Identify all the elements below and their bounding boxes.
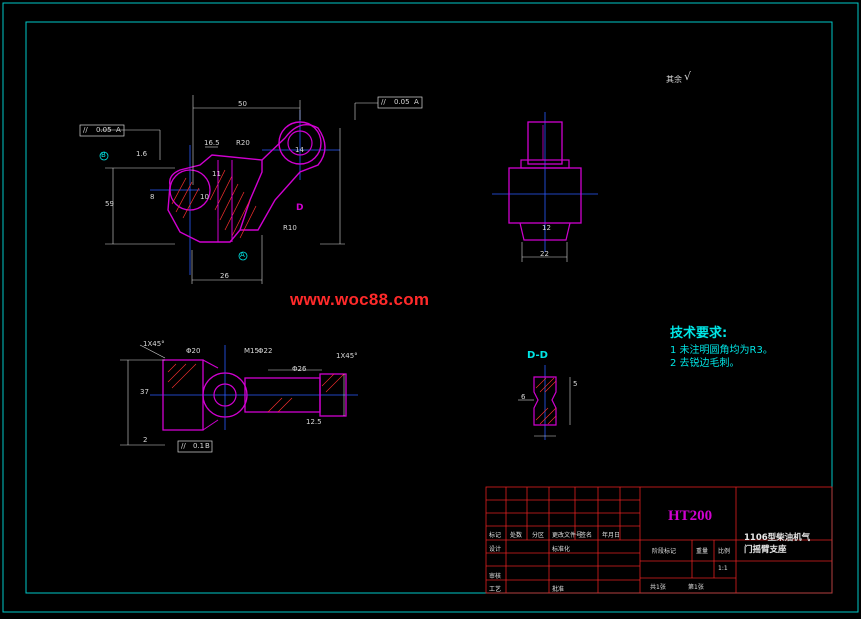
dim-37: 37 — [140, 388, 149, 396]
dim-phi26: Φ26 — [292, 365, 307, 373]
tb-label-sheets-total: 共1张 — [650, 584, 666, 591]
section-label: D-D — [527, 350, 548, 361]
front-dim-lines — [100, 95, 378, 284]
tolerance-right-datum: A — [414, 98, 419, 106]
dim-chamfer-2: 1X45° — [336, 352, 358, 360]
tb-label-date: 年月日 — [602, 532, 621, 539]
tolerance-right-symbol: // — [381, 98, 386, 106]
drawing-frame — [25, 21, 833, 594]
top-end-boss — [319, 373, 347, 417]
front-hatch — [171, 169, 257, 239]
top-view — [120, 344, 358, 453]
boss-bore — [287, 130, 313, 156]
scale-value: 1:1 — [718, 565, 728, 572]
side-foot — [519, 222, 571, 241]
front-view — [79, 95, 423, 284]
tolerance-frame-bottom — [177, 440, 213, 453]
dim-r20: R20 — [236, 139, 250, 147]
dim-22: 22 — [540, 250, 549, 258]
section-hatch — [535, 377, 557, 425]
dim-phi22: Φ22 — [258, 347, 273, 355]
side-view — [492, 112, 598, 262]
tech-requirements-title: 技术要求: — [670, 326, 728, 341]
tolerance-bottom-value: 0.1 — [193, 442, 205, 450]
tolerance-frame-right — [377, 96, 423, 109]
tb-label-approve: 批准 — [552, 586, 565, 593]
datum-label-b: B — [101, 151, 106, 159]
tolerance-left-value: 0.05 — [96, 126, 112, 134]
dim-1-6: 1.6 — [136, 150, 148, 158]
tolerance-bottom-symbol: // — [181, 442, 186, 450]
boss-outer — [278, 121, 322, 165]
tb-label-sign: 签名 — [580, 532, 593, 539]
top-boss-outer — [202, 372, 248, 418]
dim-phi20: Φ20 — [186, 347, 201, 355]
dim-r10: R10 — [283, 224, 297, 232]
dim-59: 59 — [105, 200, 114, 208]
watermark-text: www.woc88.com — [290, 290, 430, 309]
section-dd — [518, 365, 571, 440]
dim-m15: M15 — [244, 347, 259, 355]
tech-requirement-1: 1 未注明圆角均为R3。 — [670, 345, 773, 356]
side-body — [508, 167, 582, 224]
top-boss-bore — [213, 383, 237, 407]
tolerance-left-symbol: // — [83, 126, 88, 134]
section-profile — [533, 376, 557, 426]
tb-label-stage: 阶段标记 — [652, 548, 677, 555]
side-dim-lines — [521, 242, 568, 262]
tb-label-weight: 重量 — [696, 548, 709, 555]
body-outline — [167, 154, 263, 243]
tolerance-left-datum: A — [116, 126, 121, 134]
tb-label-scale: 比例 — [718, 548, 731, 555]
section-dim-lines — [518, 377, 571, 437]
left-boss — [169, 169, 211, 211]
title-block-grid — [485, 486, 833, 594]
tb-label-sheet-no: 第1张 — [688, 584, 704, 591]
datum-circle — [238, 251, 248, 261]
dim-6: 6 — [521, 393, 526, 401]
tb-label-zone: 分区 — [532, 532, 545, 539]
tolerance-right-value: 0.05 — [394, 98, 410, 106]
side-top-block — [527, 121, 563, 165]
part-name-line1: 1106型柴油机气 — [744, 533, 811, 543]
roughness-note: 其余 — [666, 75, 682, 84]
dim-50: 50 — [238, 100, 247, 108]
part-name-line2: 门摇臂支座 — [744, 545, 787, 555]
dim-2: 2 — [143, 436, 148, 444]
datum-label-a: A — [240, 251, 245, 259]
arm-outline — [240, 124, 326, 231]
tb-label-standard: 标准化 — [552, 546, 571, 553]
dim-16-5: 16.5 — [204, 139, 220, 147]
tb-label-design: 设计 — [489, 546, 502, 553]
dim-5: 5 — [573, 380, 578, 388]
dim-14: 14 — [295, 146, 304, 154]
tb-label-change-doc: 更改文件号 — [552, 532, 583, 539]
dim-26: 26 — [220, 272, 229, 280]
section-marker: D — [296, 203, 304, 213]
top-hatch — [167, 363, 345, 413]
roughness-symbol-icon: √ — [684, 70, 692, 83]
material-text: HT200 — [668, 508, 713, 524]
tolerance-frame-left — [79, 124, 125, 137]
tolerance-bottom-datum: B — [205, 442, 210, 450]
tb-label-count: 处数 — [510, 532, 523, 539]
datum-circle — [99, 151, 109, 161]
top-dim-lines — [120, 344, 345, 446]
tb-label-review: 审核 — [489, 573, 502, 580]
dim-12: 12 — [542, 224, 551, 232]
dim-8: 8 — [150, 193, 155, 201]
dim-12-5: 12.5 — [306, 418, 322, 426]
dim-chamfer-1: 1X45° — [143, 340, 165, 348]
dim-10: 10 — [200, 193, 209, 201]
tb-label-mark: 标记 — [489, 532, 502, 539]
dim-11: 11 — [212, 170, 221, 178]
tech-requirement-2: 2 去锐边毛刺。 — [670, 358, 740, 369]
tb-label-process: 工艺 — [489, 586, 502, 593]
